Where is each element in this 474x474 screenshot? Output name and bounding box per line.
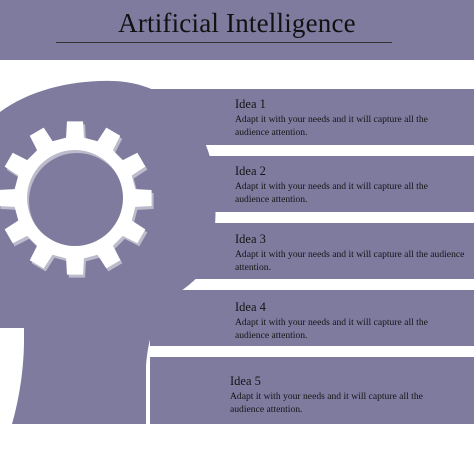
header-band [0, 0, 474, 60]
idea-item-3: Idea 3 Adapt it with your needs and it w… [235, 232, 467, 274]
idea-item-5: Idea 5 Adapt it with your needs and it w… [230, 374, 458, 416]
idea-description: Adapt it with your needs and it will cap… [235, 181, 428, 205]
gear-icon [0, 121, 154, 278]
idea-item-2: Idea 2 Adapt it with your needs and it w… [235, 164, 463, 206]
idea-title: Idea 3 [235, 232, 266, 246]
idea-description: Adapt it with your needs and it will cap… [230, 391, 423, 415]
idea-band-5 [150, 357, 474, 424]
idea-description: Adapt it with your needs and it will cap… [235, 114, 428, 138]
idea-item-1: Idea 1 Adapt it with your needs and it w… [235, 97, 463, 139]
idea-title: Idea 2 [235, 164, 266, 178]
idea-item-4: Idea 4 Adapt it with your needs and it w… [235, 300, 463, 342]
idea-band-4 [150, 290, 474, 346]
slide-title: Artificial Intelligence [118, 8, 356, 38]
idea-band-1 [150, 89, 474, 145]
idea-title: Idea 1 [235, 97, 266, 111]
idea-title: Idea 5 [230, 374, 261, 388]
idea-description: Adapt it with your needs and it will cap… [235, 249, 465, 273]
title-underline [56, 42, 392, 43]
idea-title: Idea 4 [235, 300, 266, 314]
idea-description: Adapt it with your needs and it will cap… [235, 317, 428, 341]
